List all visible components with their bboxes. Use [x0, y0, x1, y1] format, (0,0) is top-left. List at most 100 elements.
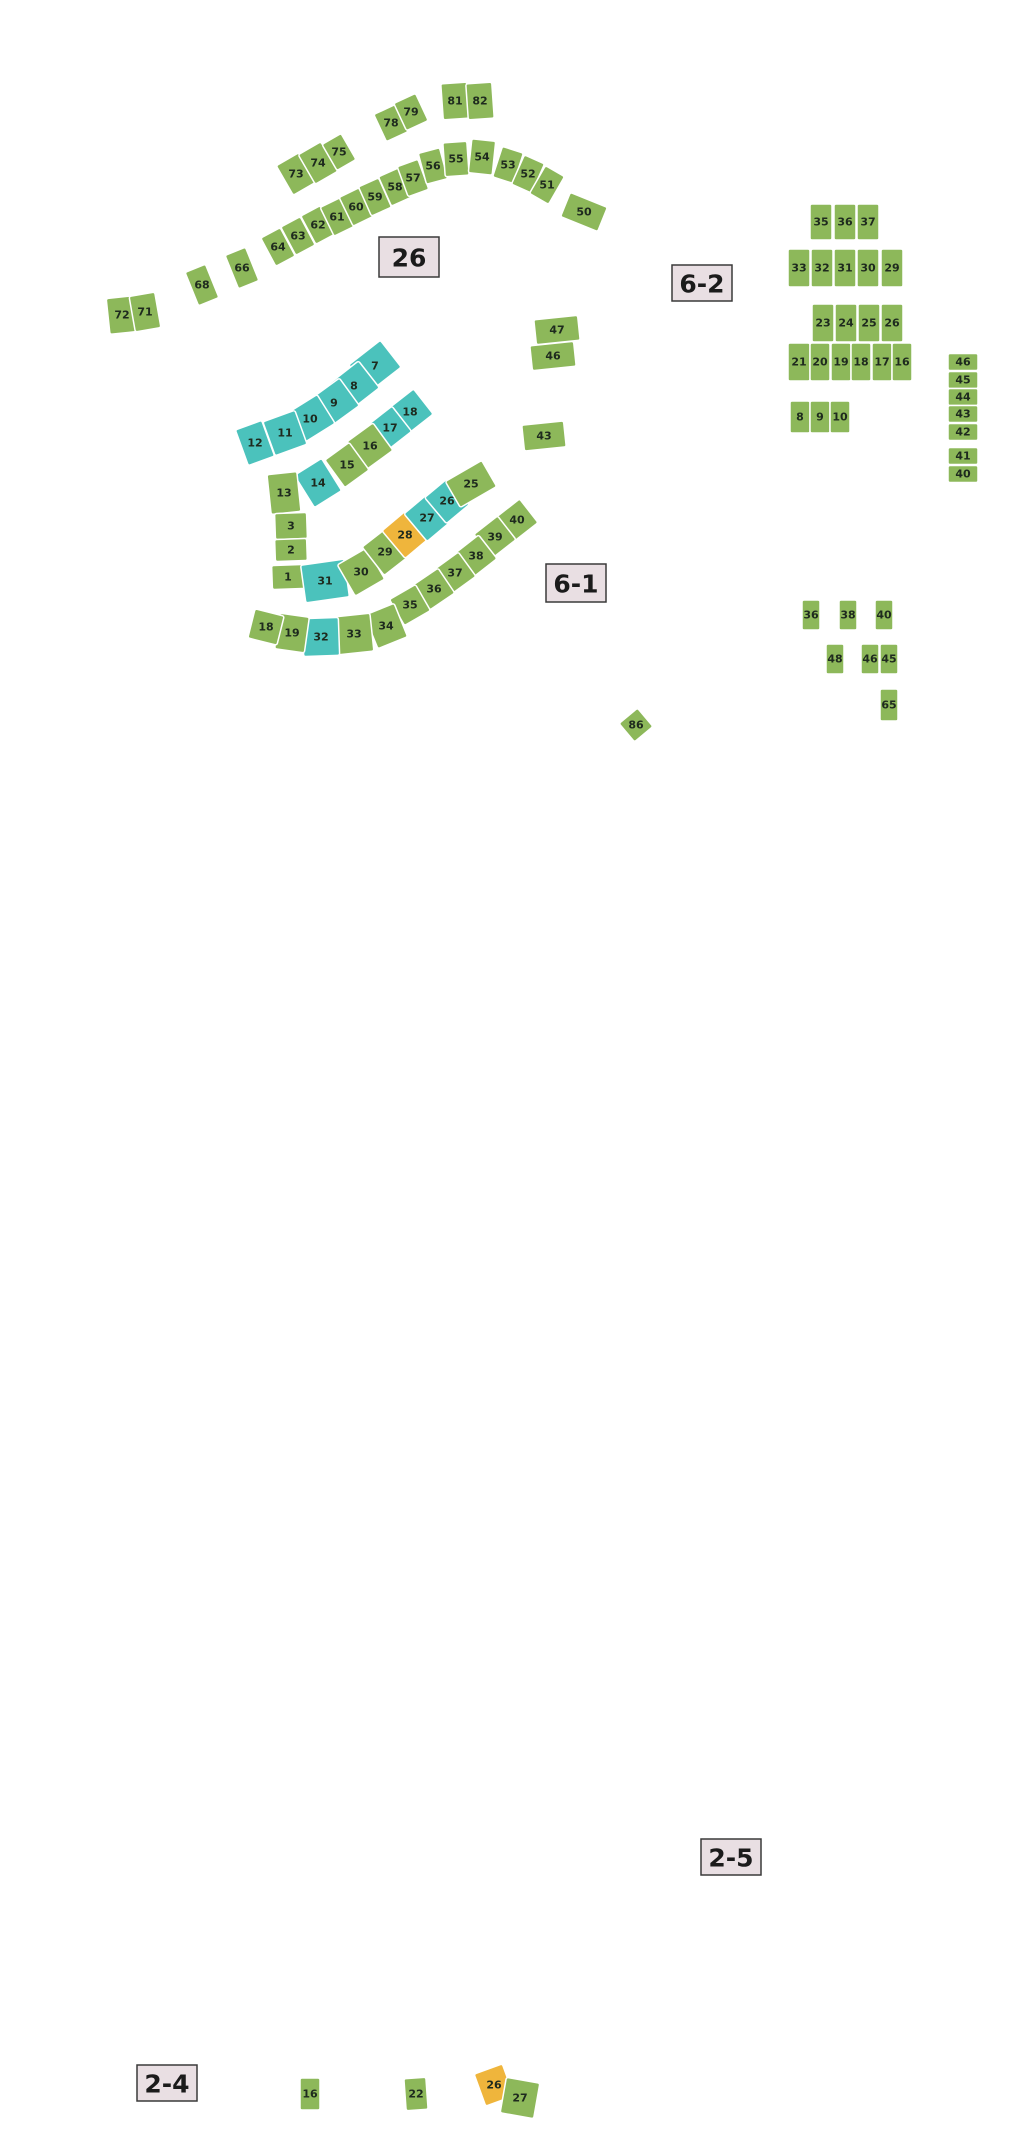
lot-b44[interactable]: 44: [947, 387, 979, 407]
lot-c18b[interactable]: 18: [247, 608, 285, 646]
lot-shape[interactable]: [324, 442, 370, 488]
lot-b17[interactable]: 17: [871, 342, 893, 382]
lot-b33[interactable]: 33: [787, 248, 811, 288]
lot-c13[interactable]: 13: [266, 470, 302, 516]
lot-a50[interactable]: 50: [560, 192, 608, 232]
lot-b26[interactable]: 26: [880, 303, 904, 343]
lot-b24[interactable]: 24: [834, 303, 858, 343]
lot-shape[interactable]: [260, 227, 296, 267]
lot-b9[interactable]: 9: [809, 400, 831, 434]
lot-b29[interactable]: 29: [880, 248, 904, 288]
lot-d65[interactable]: 65: [879, 688, 899, 722]
lot-a55[interactable]: 55: [442, 140, 470, 178]
lot-shape[interactable]: [860, 643, 880, 675]
lot-shape[interactable]: [247, 608, 285, 646]
lot-shape[interactable]: [947, 370, 979, 390]
lot-b45[interactable]: 45: [947, 370, 979, 390]
lot-shape[interactable]: [789, 400, 811, 434]
lot-shape[interactable]: [465, 81, 495, 121]
lot-shape[interactable]: [811, 303, 835, 343]
lot-shape[interactable]: [833, 203, 857, 241]
lot-shape[interactable]: [442, 140, 470, 178]
lot-b23[interactable]: 23: [811, 303, 835, 343]
lot-shape[interactable]: [467, 138, 497, 176]
lot-e22[interactable]: 22: [403, 2076, 429, 2112]
lot-shape[interactable]: [560, 192, 608, 232]
lot-b19[interactable]: 19: [830, 342, 852, 382]
lot-a54[interactable]: 54: [467, 138, 497, 176]
lot-shape[interactable]: [856, 248, 880, 288]
lot-shape[interactable]: [880, 303, 904, 343]
lot-shape[interactable]: [871, 342, 893, 382]
lot-shape[interactable]: [529, 165, 565, 205]
lot-shape[interactable]: [128, 291, 162, 333]
lot-b42[interactable]: 42: [947, 422, 979, 442]
lot-a82[interactable]: 82: [465, 81, 495, 121]
lot-shape[interactable]: [273, 511, 309, 541]
lot-d38[interactable]: 38: [838, 599, 858, 631]
lot-shape[interactable]: [850, 342, 872, 382]
lot-shape[interactable]: [834, 303, 858, 343]
lot-d45[interactable]: 45: [879, 643, 899, 675]
lot-e16[interactable]: 16: [299, 2077, 321, 2111]
lot-b41[interactable]: 41: [947, 446, 979, 466]
lot-b43[interactable]: 43: [947, 404, 979, 424]
lot-shape[interactable]: [838, 599, 858, 631]
lot-shape[interactable]: [521, 420, 567, 452]
lot-d40[interactable]: 40: [874, 599, 894, 631]
lot-shape[interactable]: [809, 400, 831, 434]
lot-shape[interactable]: [874, 599, 894, 631]
lot-shape[interactable]: [294, 458, 342, 508]
lot-a81[interactable]: 81: [440, 81, 470, 121]
lot-shape[interactable]: [809, 342, 831, 382]
lot-shape[interactable]: [947, 352, 979, 372]
lot-b10[interactable]: 10: [829, 400, 851, 434]
lot-b25[interactable]: 25: [857, 303, 881, 343]
lot-shape[interactable]: [499, 2076, 541, 2120]
lot-shape[interactable]: [445, 460, 497, 508]
lot-shape[interactable]: [833, 248, 857, 288]
lot-shape[interactable]: [533, 314, 581, 346]
lot-shape[interactable]: [787, 248, 811, 288]
lot-shape[interactable]: [880, 248, 904, 288]
lot-shape[interactable]: [266, 470, 302, 516]
lot-a71[interactable]: 71: [128, 291, 162, 333]
lot-c43[interactable]: 43: [521, 420, 567, 452]
lot-b20[interactable]: 20: [809, 342, 831, 382]
lot-b37[interactable]: 37: [856, 203, 880, 241]
lot-shape[interactable]: [830, 342, 852, 382]
lot-c3[interactable]: 3: [273, 511, 309, 541]
lot-b36[interactable]: 36: [833, 203, 857, 241]
lot-shape[interactable]: [403, 2076, 429, 2112]
lot-shape[interactable]: [619, 708, 653, 742]
lot-shape[interactable]: [273, 537, 309, 563]
lot-shape[interactable]: [947, 387, 979, 407]
lot-shape[interactable]: [810, 248, 834, 288]
lot-b16[interactable]: 16: [891, 342, 913, 382]
lot-d48[interactable]: 48: [825, 643, 845, 675]
lot-shape[interactable]: [801, 599, 821, 631]
lot-d36[interactable]: 36: [801, 599, 821, 631]
lot-b18[interactable]: 18: [850, 342, 872, 382]
lot-shape[interactable]: [891, 342, 913, 382]
lot-c47[interactable]: 47: [533, 314, 581, 346]
lot-shape[interactable]: [280, 216, 316, 256]
lot-b46[interactable]: 46: [947, 352, 979, 372]
lot-e27[interactable]: 27: [499, 2076, 541, 2120]
lot-c46[interactable]: 46: [529, 340, 577, 372]
lot-shape[interactable]: [787, 342, 811, 382]
lot-shape[interactable]: [440, 81, 470, 121]
lot-b21[interactable]: 21: [787, 342, 811, 382]
lot-b31[interactable]: 31: [833, 248, 857, 288]
lot-shape[interactable]: [299, 2077, 321, 2111]
lot-a66[interactable]: 66: [224, 247, 260, 289]
lot-shape[interactable]: [829, 400, 851, 434]
lot-shape[interactable]: [393, 93, 429, 131]
lot-d46[interactable]: 46: [860, 643, 880, 675]
lot-shape[interactable]: [856, 203, 880, 241]
lot-shape[interactable]: [235, 420, 275, 466]
lot-b8[interactable]: 8: [789, 400, 811, 434]
lot-shape[interactable]: [879, 643, 899, 675]
lot-shape[interactable]: [184, 264, 220, 306]
lot-shape[interactable]: [809, 203, 833, 241]
